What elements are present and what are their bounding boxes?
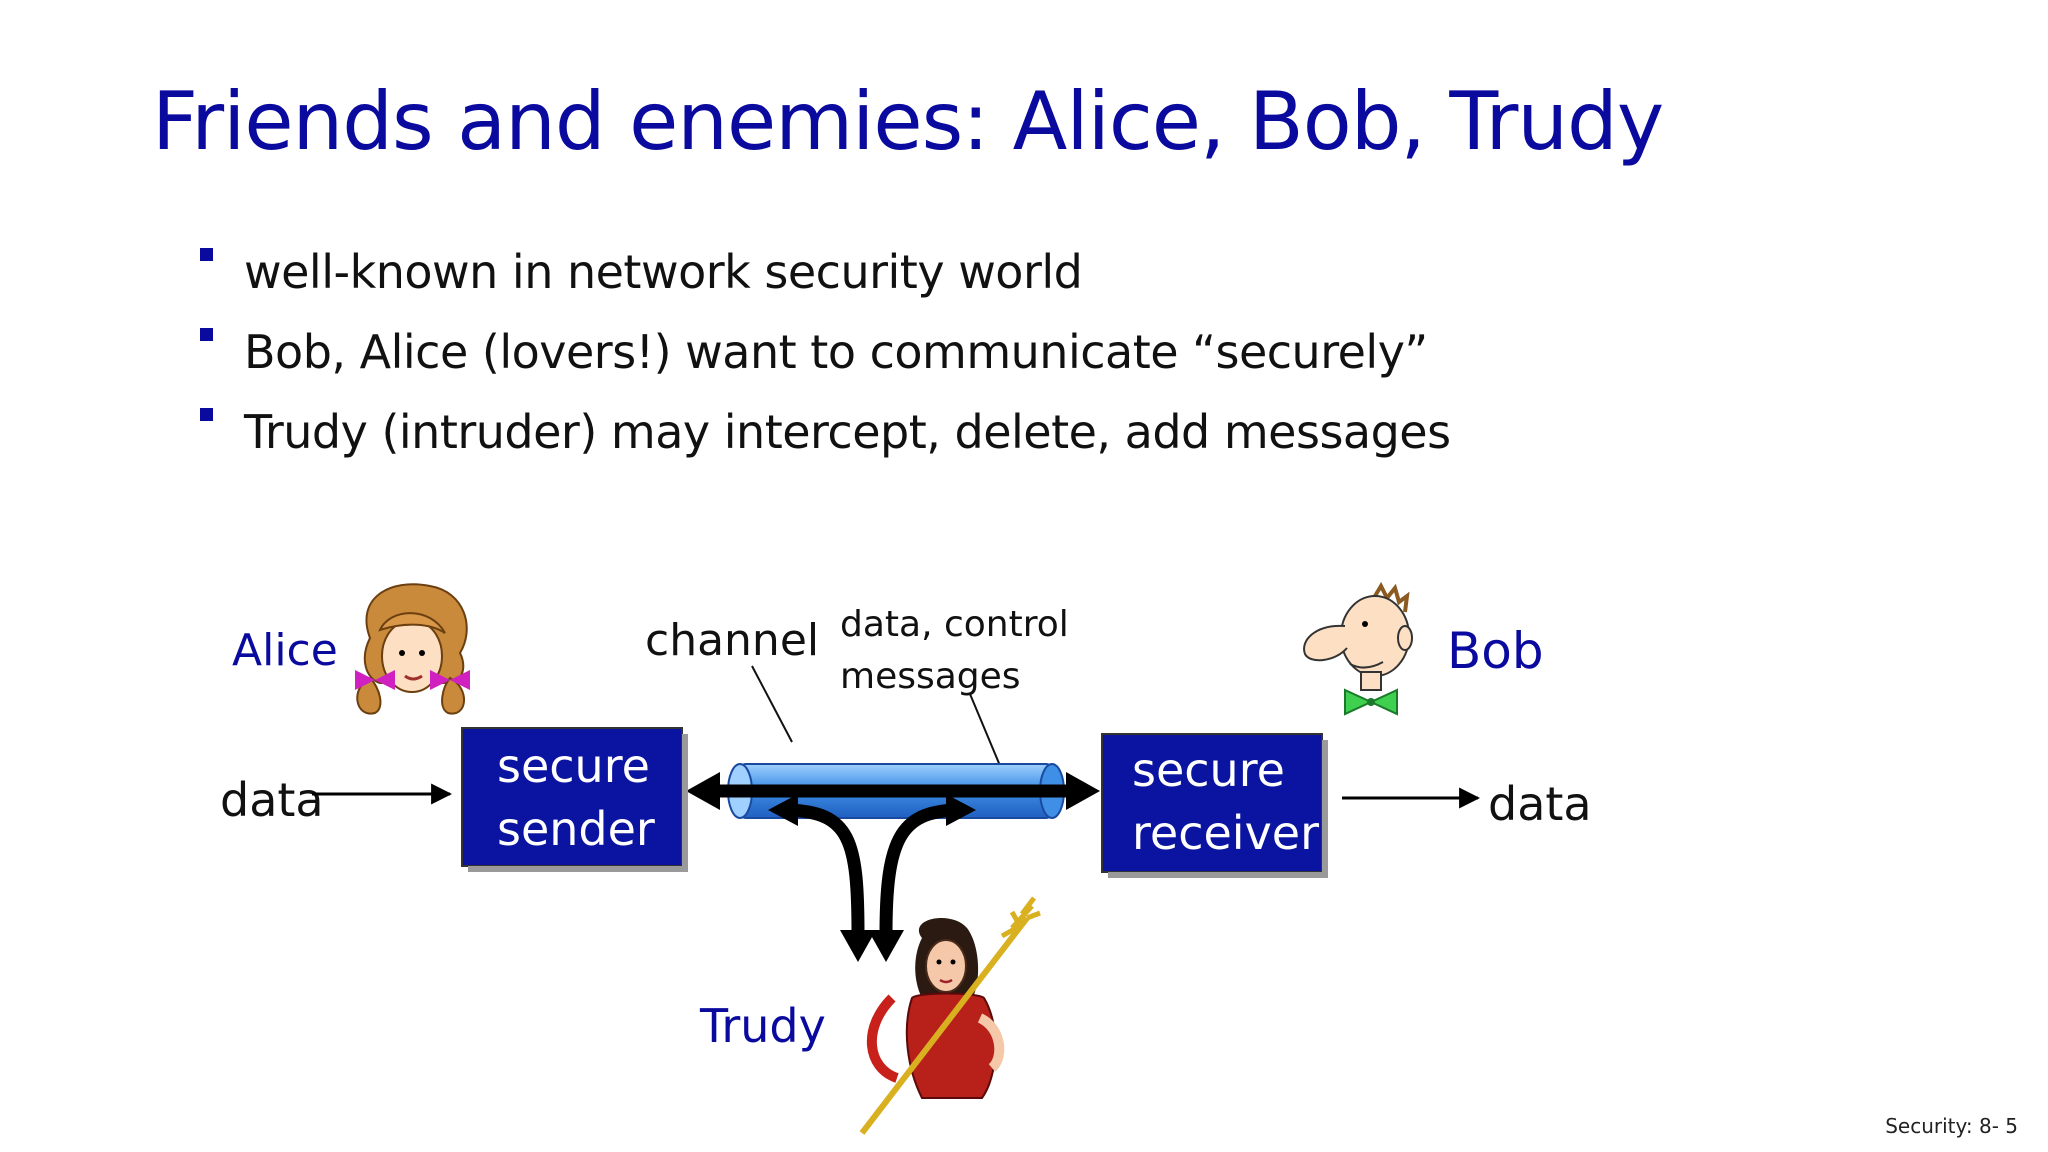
bullet-text: Trudy (intruder) may intercept, delete, … xyxy=(244,405,1451,459)
bullet-square-icon xyxy=(200,328,213,341)
secure-receiver-box: secure receiver xyxy=(1101,733,1328,878)
bullet-item: Trudy (intruder) may intercept, delete, … xyxy=(200,392,1451,472)
bullet-list: well-known in network security world Bob… xyxy=(200,232,1451,472)
bullet-square-icon xyxy=(200,408,213,421)
trudy-intercept-arrow-left xyxy=(787,803,865,935)
secure-receiver-line2: receiver xyxy=(1132,806,1319,860)
channel-label: channel xyxy=(645,615,819,666)
data-in-label: data xyxy=(220,773,324,827)
channel-arrow-right-head xyxy=(1066,772,1100,810)
bullet-text: Bob, Alice (lovers!) want to communicate… xyxy=(244,325,1428,379)
slide-title: Friends and enemies: Alice, Bob, Trudy xyxy=(152,75,1664,168)
secure-sender-line1: secure xyxy=(497,739,650,793)
trudy-icon xyxy=(859,896,1041,1135)
trudy-intercept-arrow-right xyxy=(879,803,957,935)
bullet-square-icon xyxy=(200,248,213,261)
messages-label-line1: data, control xyxy=(840,604,1069,645)
bullet-text: well-known in network security world xyxy=(244,245,1083,299)
secure-sender-line2: sender xyxy=(497,802,655,856)
data-out-label: data xyxy=(1488,777,1592,831)
bob-icon xyxy=(1303,581,1413,716)
trudy-label: Trudy xyxy=(699,999,826,1053)
channel-arrow-left-head xyxy=(686,772,720,810)
trudy-down-arrow-left-tip xyxy=(840,930,876,962)
secure-receiver-line1: secure xyxy=(1132,743,1285,797)
channel-pointer-line xyxy=(751,665,793,743)
slide-footer: Security: 8- 5 xyxy=(1885,1114,2018,1138)
trudy-down-arrow-right-tip xyxy=(868,930,904,962)
bullet-item: well-known in network security world xyxy=(200,232,1451,312)
trudy-intercept-arrow-left-tip xyxy=(768,794,798,826)
bob-label: Bob xyxy=(1447,622,1544,680)
messages-label-line2: messages xyxy=(840,656,1021,697)
trudy-intercept-arrow-right-tip xyxy=(946,794,976,826)
bullet-item: Bob, Alice (lovers!) want to communicate… xyxy=(200,312,1451,392)
secure-sender-box: secure sender xyxy=(461,727,688,872)
alice-icon xyxy=(355,583,470,715)
alice-label: Alice xyxy=(232,625,338,676)
